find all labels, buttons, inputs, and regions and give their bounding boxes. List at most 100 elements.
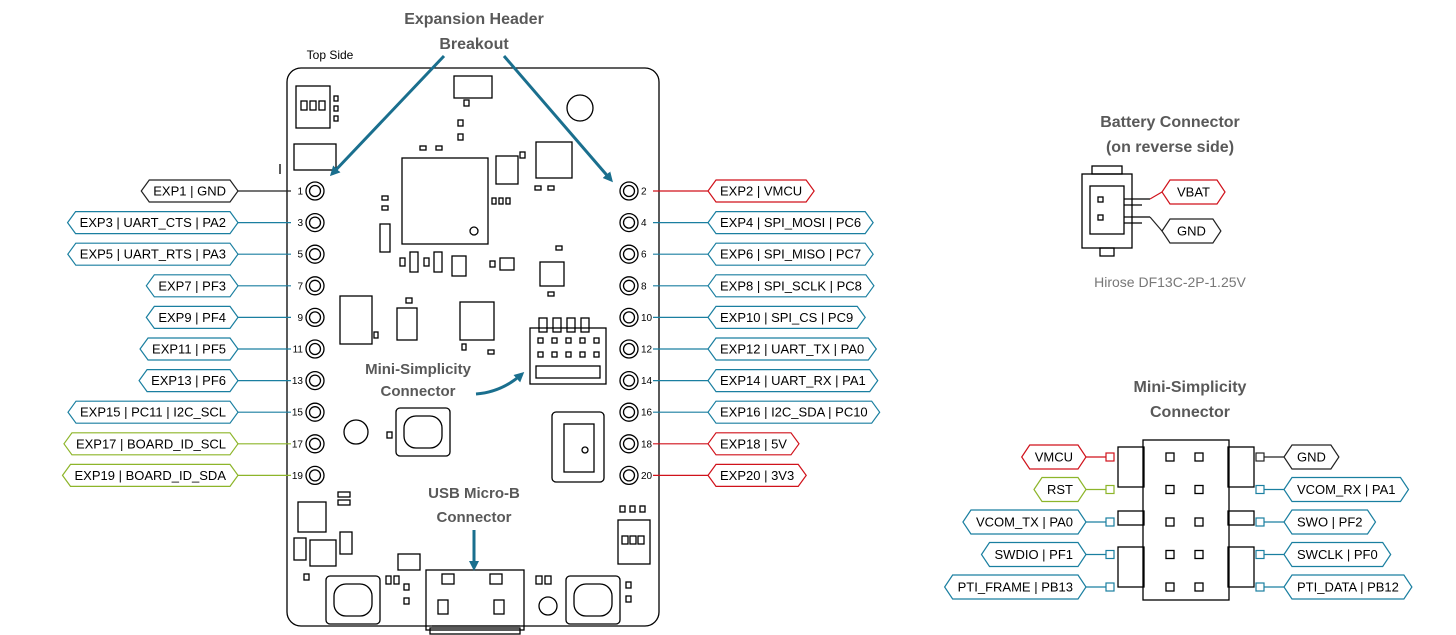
pin-4-tag bbox=[707, 211, 874, 235]
pin-2-number: 2 bbox=[641, 187, 647, 198]
pin-14-tag bbox=[707, 369, 879, 393]
pin-8-label: EXP8 | SPI_SCLK | PC8 bbox=[720, 278, 862, 293]
top-side-label: Top Side bbox=[307, 48, 354, 62]
pin-15-tag bbox=[67, 400, 239, 424]
pin-5-tag bbox=[67, 242, 239, 266]
ms-right-1-label: VCOM_RX | PA1 bbox=[1297, 482, 1396, 497]
battery-connector-icon bbox=[1081, 165, 1150, 257]
pin-9-pad bbox=[305, 307, 325, 328]
pin-10-label: EXP10 | SPI_CS | PC9 bbox=[720, 310, 853, 325]
ms-left-0-tag bbox=[1020, 444, 1087, 470]
ms-left-2-label: VCOM_TX | PA0 bbox=[976, 515, 1073, 530]
pin-14-pad bbox=[619, 370, 639, 391]
pin-4-pad bbox=[619, 212, 639, 233]
expansion-left-arrow-icon bbox=[329, 54, 446, 177]
pin-18-pad bbox=[619, 434, 639, 454]
mini-simplicity-header-icon bbox=[529, 327, 607, 385]
pin-12-pad bbox=[619, 339, 639, 359]
pin-20-number: 20 bbox=[641, 471, 653, 482]
pin-16-pad bbox=[619, 402, 639, 422]
board-components bbox=[279, 75, 651, 635]
pin-9-number: 9 bbox=[297, 313, 303, 324]
pin-12-number: 12 bbox=[641, 345, 653, 356]
pin-19-label: EXP19 | BOARD_ID_SDA bbox=[75, 468, 227, 483]
ms-left-1-label: RST bbox=[1047, 482, 1073, 497]
mounting-hole-icon bbox=[566, 94, 594, 122]
pin-15-number: 15 bbox=[292, 408, 304, 419]
ms-right-4-label: PTI_DATA | PB12 bbox=[1297, 580, 1399, 595]
pin-7-pad bbox=[305, 276, 325, 296]
mini-simplicity-board-label-line2: Connector bbox=[381, 383, 456, 400]
battery-title-line1: Battery Connector bbox=[1100, 114, 1240, 131]
mini-simplicity-connector-icon bbox=[1117, 439, 1255, 601]
pin-13-tag bbox=[138, 369, 239, 393]
pin-9-label: EXP9 | PF4 bbox=[158, 310, 226, 325]
battery-gnd-label: GND bbox=[1177, 224, 1206, 239]
battery-gnd-tag bbox=[1161, 218, 1222, 244]
battery-title-line2: (on reverse side) bbox=[1106, 139, 1234, 156]
pin-10-tag bbox=[707, 305, 866, 329]
mini-simplicity-board-label-line1: Mini-Simplicity bbox=[365, 361, 472, 378]
ms-left-4-label: PTI_FRAME | PB13 bbox=[958, 580, 1073, 595]
pin-1-tag bbox=[140, 179, 239, 203]
mini-simplicity-title-line2: Connector bbox=[1150, 404, 1230, 421]
pin-14-number: 14 bbox=[641, 376, 653, 387]
pin-1-number: 1 bbox=[297, 187, 303, 198]
pin-16-number: 16 bbox=[641, 408, 653, 419]
ms-right-2-tag bbox=[1283, 509, 1377, 535]
ms-left-1-tag bbox=[1033, 476, 1087, 503]
pin-10-number: 10 bbox=[641, 313, 653, 324]
pin-6-tag bbox=[707, 242, 874, 266]
pin-16-label: EXP16 | I2C_SDA | PC10 bbox=[720, 405, 868, 420]
ms-left-4-tag bbox=[943, 574, 1087, 600]
pin-11-number: 11 bbox=[293, 345, 304, 356]
button-icon bbox=[395, 407, 451, 457]
user-button-icon bbox=[565, 575, 621, 625]
ms-left-2-tag bbox=[962, 509, 1087, 535]
pin-7-tag bbox=[145, 274, 239, 298]
mcu-chip-icon bbox=[401, 157, 489, 245]
pin-5-number: 5 bbox=[297, 250, 303, 261]
pin-19-tag bbox=[61, 463, 239, 487]
pin-18-label: EXP18 | 5V bbox=[720, 436, 787, 451]
pin-17-number: 17 bbox=[292, 439, 304, 450]
pin-8-number: 8 bbox=[641, 281, 647, 292]
pin-5-pad bbox=[305, 244, 325, 264]
ms-right-1-tag bbox=[1283, 476, 1410, 503]
expansion-header-title-line2: Breakout bbox=[439, 36, 509, 53]
pin-17-label: EXP17 | BOARD_ID_SCL bbox=[76, 436, 226, 451]
pin-20-pad bbox=[619, 465, 639, 486]
ms-right-0-label: GND bbox=[1297, 450, 1326, 465]
battery-vbat-label: VBAT bbox=[1177, 185, 1210, 200]
pin-13-pad bbox=[305, 370, 325, 391]
reset-button-icon bbox=[325, 575, 381, 625]
pin-6-label: EXP6 | SPI_MISO | PC7 bbox=[720, 247, 861, 262]
pin-15-pad bbox=[305, 402, 325, 422]
pin-4-label: EXP4 | SPI_MOSI | PC6 bbox=[720, 215, 861, 230]
pin-4-number: 4 bbox=[641, 218, 647, 229]
pin-12-tag bbox=[707, 337, 878, 361]
pin-16-tag bbox=[707, 400, 881, 424]
mini-simplicity-arrow-icon bbox=[475, 371, 525, 396]
expansion-header-title-line1: Expansion Header bbox=[404, 11, 544, 28]
ms-right-2-label: SWO | PF2 bbox=[1297, 515, 1363, 530]
pin-17-pad bbox=[305, 434, 325, 454]
pin-6-number: 6 bbox=[641, 250, 647, 261]
pin-18-number: 18 bbox=[641, 439, 653, 450]
ms-right-3-label: SWCLK | PF0 bbox=[1297, 547, 1378, 562]
pin-3-number: 3 bbox=[297, 218, 303, 229]
pin-15-label: EXP15 | PC11 | I2C_SCL bbox=[80, 405, 226, 420]
pin-3-tag bbox=[66, 211, 239, 235]
pin-2-label: EXP2 | VMCU bbox=[720, 184, 802, 199]
pin-5-label: EXP5 | UART_RTS | PA3 bbox=[80, 247, 226, 262]
usb-label-line1: USB Micro-B bbox=[428, 485, 520, 502]
pin-14-label: EXP14 | UART_RX | PA1 bbox=[720, 373, 866, 388]
mini-simplicity-title-line1: Mini-Simplicity bbox=[1134, 379, 1247, 396]
pin-13-label: EXP13 | PF6 bbox=[151, 373, 226, 388]
ms-right-0-tag bbox=[1283, 444, 1340, 470]
ms-left-3-label: SWDIO | PF1 bbox=[995, 547, 1074, 562]
pin-8-tag bbox=[707, 274, 875, 298]
pin-11-pad bbox=[305, 339, 325, 359]
